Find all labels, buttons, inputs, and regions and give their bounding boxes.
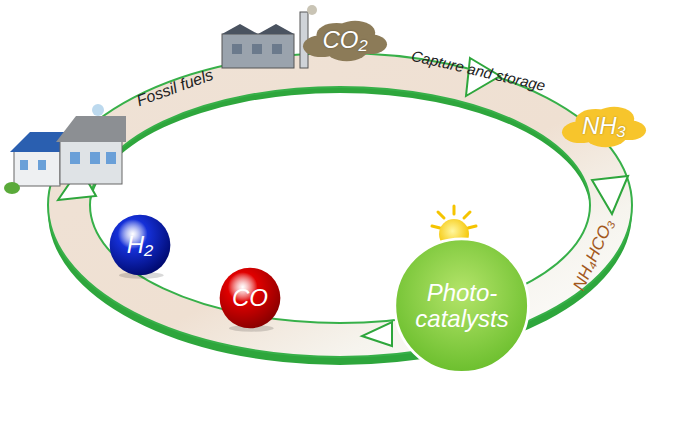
- ring-arrowheads: [58, 58, 628, 346]
- h2-sphere: H₂: [107, 212, 173, 278]
- co-sphere: CO: [217, 265, 283, 331]
- compound-label: NH₄HCO₃: [569, 216, 618, 293]
- ring-band: [48, 53, 632, 357]
- capture-storage-label: Capture and storage: [409, 46, 546, 93]
- nh3-cloud: NH₃: [562, 100, 646, 152]
- co2-cloud: CO₂: [303, 14, 387, 66]
- photocatalyst-circle: Photo- catalysts: [392, 236, 531, 375]
- node-text: NH₃: [582, 113, 626, 139]
- node-text: H₂: [127, 232, 153, 258]
- node-text: CO₂: [322, 27, 367, 53]
- factory: [222, 5, 317, 68]
- fossil-fuels-label: Fossil fuels: [134, 66, 215, 110]
- node-text: Photo- catalysts: [403, 280, 521, 333]
- node-text: CO: [232, 285, 268, 311]
- houses: [4, 104, 126, 194]
